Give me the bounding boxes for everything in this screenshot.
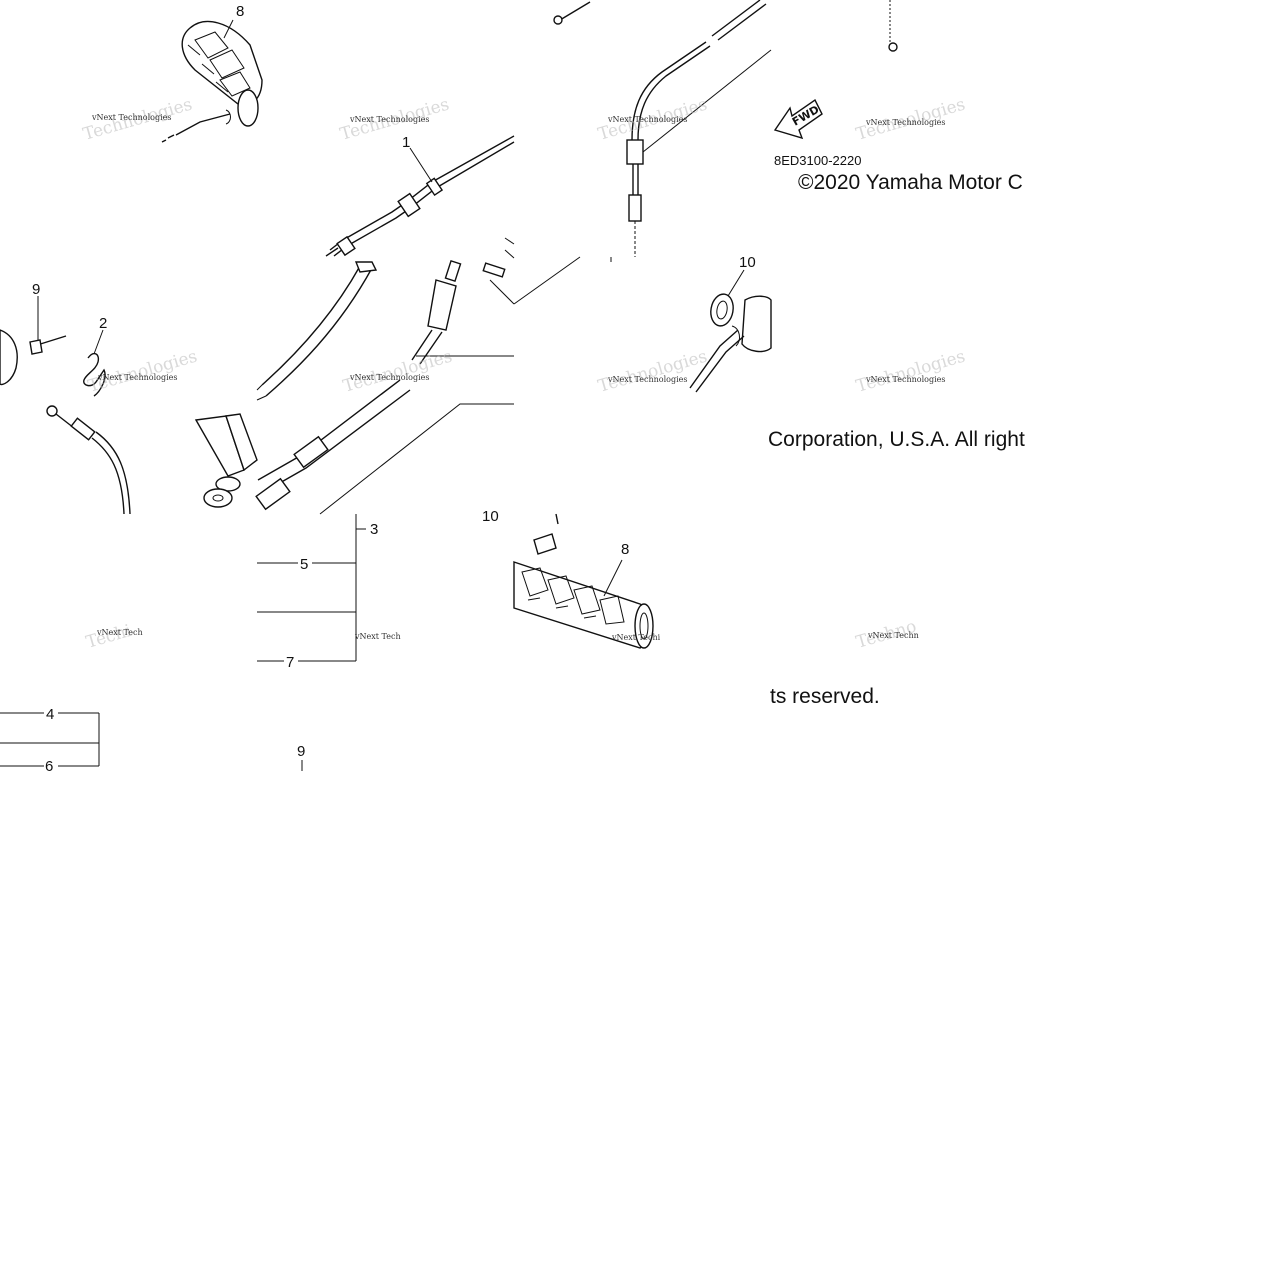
tile-copyright-2: Technologies vNext Technologies Corporat… xyxy=(768,347,1025,451)
watermark: vNext Technologies xyxy=(97,373,177,382)
tile-copyright-3: Techno vNext Techn ts reserved. xyxy=(770,617,919,708)
callout-3: 3 xyxy=(370,521,378,538)
collar-10 xyxy=(710,293,734,327)
watermark: vNext Technologies xyxy=(607,115,687,124)
rivet-9 xyxy=(29,335,67,355)
choke-cable xyxy=(553,0,772,257)
fwd-arrow-icon: FWD xyxy=(773,98,823,140)
tile-callouts-3-5-7: 3 5 7 vNext Tech 9 10 xyxy=(257,508,499,771)
tile-header-info: FWD Technologies vNext Technologies 8ED3… xyxy=(773,0,1023,194)
callout-9: 9 xyxy=(32,281,40,298)
callout-10: 10 xyxy=(739,254,756,271)
switch-housing xyxy=(689,295,772,393)
watermark: vNext Technologies xyxy=(349,115,429,124)
bleed-hose xyxy=(255,379,411,511)
watermark: vNext Techn xyxy=(867,631,919,640)
clip-2 xyxy=(83,352,106,397)
callout-8-lower: 8 xyxy=(621,541,629,558)
washers xyxy=(203,476,241,508)
tile-callouts-4-6: Techi vNext Tech 4 6 xyxy=(0,621,143,775)
fuel-fitting xyxy=(411,260,506,365)
cable-end-lower xyxy=(46,405,131,515)
watermark: vNext Technologies xyxy=(607,375,687,384)
callout-5: 5 xyxy=(300,556,308,573)
watermark: vNext Techi xyxy=(611,633,661,642)
callout-8: 8 xyxy=(236,3,244,20)
tile-grip-bottom: 8 vNext Techi xyxy=(513,513,661,649)
svg-text:Technologies: Technologies xyxy=(86,347,200,397)
tile-cable-bend: Technologies vNext Technologies xyxy=(553,0,772,257)
tile-left-parts: 9 2 Technologies vNext Technologies xyxy=(0,281,200,515)
tile-center-parts: Technologies vNext Technologies xyxy=(194,237,515,515)
tile-cable-1: 1 Technologies vNext Technologies xyxy=(325,95,515,257)
callout-4: 4 xyxy=(46,706,54,723)
callout-1: 1 xyxy=(402,134,410,151)
watermark: vNext Technologies xyxy=(91,113,171,122)
hose xyxy=(256,261,378,401)
watermark: vNext Technologies xyxy=(865,118,945,127)
watermark: vNext Technologies xyxy=(865,375,945,384)
throttle-grip xyxy=(161,20,263,143)
grip-end-partial xyxy=(0,329,18,386)
callout-6: 6 xyxy=(45,758,53,775)
callout-9-lower: 9 xyxy=(297,743,305,760)
watermark: vNext Technologies xyxy=(349,373,429,382)
bracket xyxy=(194,413,258,477)
diagram-code: 8ED3100-2220 xyxy=(774,153,861,168)
copyright-line-3: ts reserved. xyxy=(770,685,880,708)
throttle-cable xyxy=(325,135,515,257)
callout-2: 2 xyxy=(99,315,107,332)
callout-10-lower: 10 xyxy=(482,508,499,525)
svg-text:Technologies: Technologies xyxy=(596,347,710,397)
svg-text:Technologies: Technologies xyxy=(854,347,968,397)
handlebar-grip xyxy=(513,561,654,649)
copyright-line-1: ©2020 Yamaha Motor C xyxy=(798,171,1023,194)
svg-text:Technologies: Technologies xyxy=(341,347,455,397)
watermark: vNext Tech xyxy=(354,632,401,641)
callout-7: 7 xyxy=(286,654,294,671)
tile-collar: 10 Technologies vNext Technologies xyxy=(513,254,772,397)
copyright-line-2: Corporation, U.S.A. All right xyxy=(768,428,1025,451)
watermark: vNext Tech xyxy=(96,628,143,637)
tile-grip-top: 8 Technologies vNext Technologies xyxy=(81,3,263,145)
